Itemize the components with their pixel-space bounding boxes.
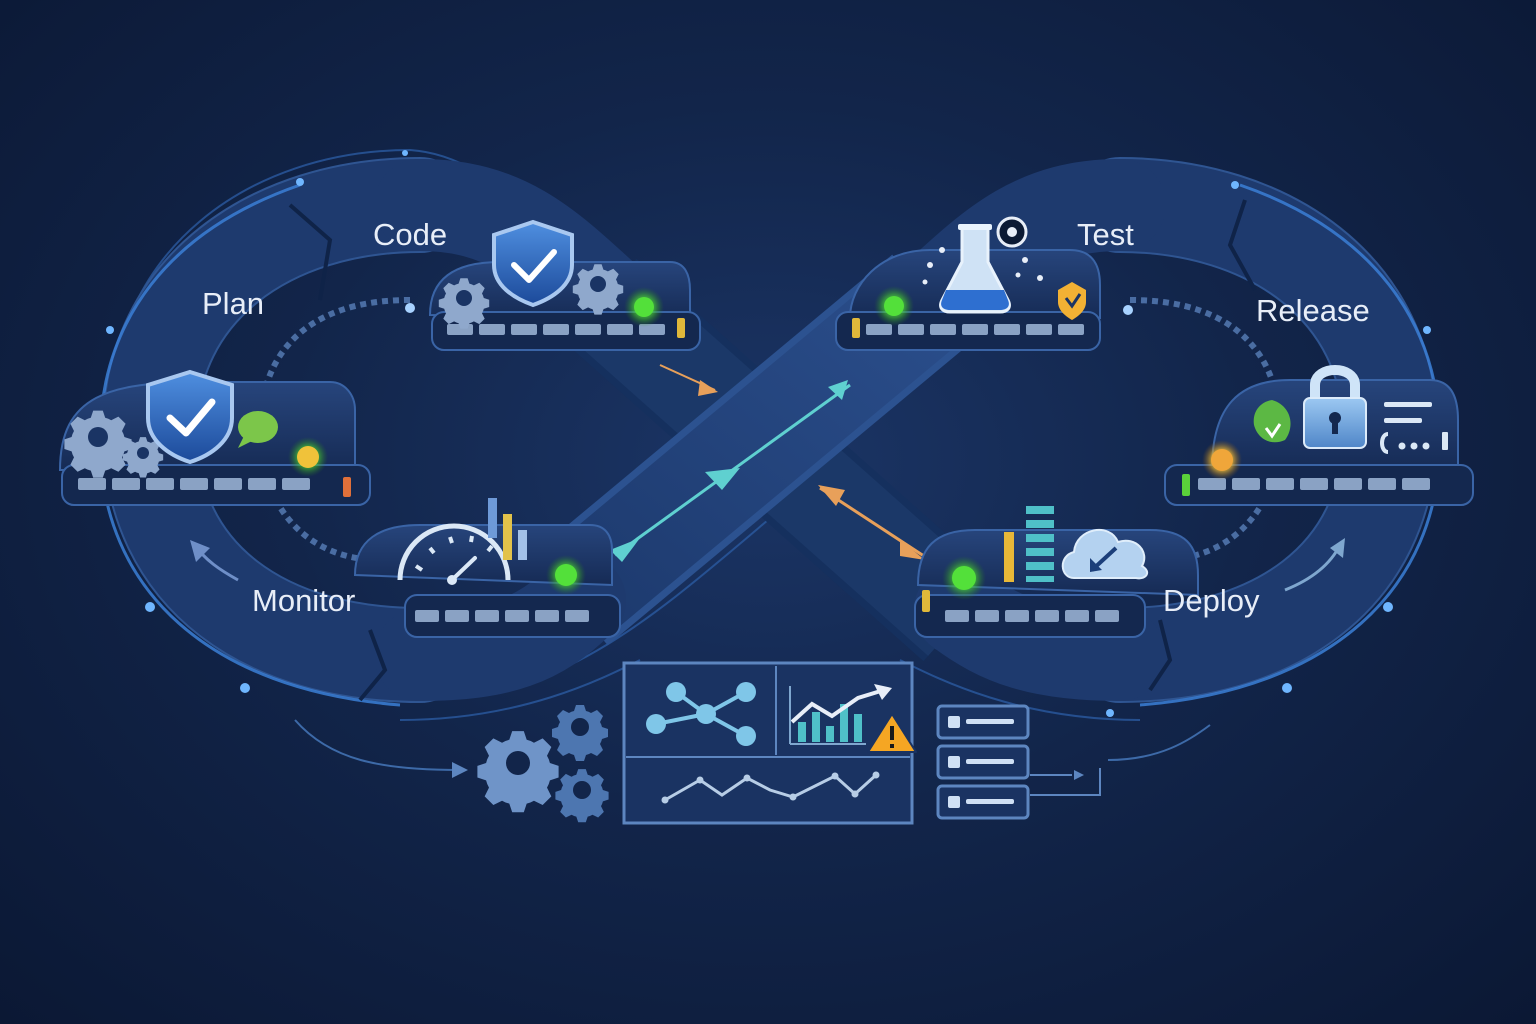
- gear-icon: [477, 731, 559, 813]
- status-light: [546, 555, 586, 595]
- flow-arrows: [190, 364, 1345, 778]
- chat-bubble-icon: [238, 411, 278, 448]
- stage-label-release: Release: [1256, 293, 1370, 328]
- shield-check-icon: [492, 219, 574, 308]
- flask-icon: [939, 224, 1011, 314]
- gear-icon: [438, 264, 624, 329]
- stage-label-plan: Plan: [202, 286, 264, 321]
- monitor-platform: [353, 498, 621, 638]
- deploy-platform: [914, 506, 1199, 638]
- gear-icon: [64, 410, 164, 478]
- bar-chart-icon: [1004, 506, 1054, 582]
- test-platform: [835, 216, 1101, 351]
- shield-check-icon: [146, 369, 234, 465]
- stage-label-deploy: Deploy: [1163, 583, 1260, 618]
- settings-badge-icon: [996, 216, 1028, 248]
- status-light: [1202, 440, 1242, 480]
- release-platform: [1164, 365, 1474, 506]
- cloud-deploy-icon: [1061, 529, 1149, 580]
- status-light: [624, 287, 664, 327]
- status-light: [288, 437, 328, 477]
- gauge-icon: [397, 523, 511, 585]
- code-platform: [428, 219, 701, 351]
- leaf-badge-icon: [1253, 400, 1291, 443]
- status-light: [942, 556, 986, 600]
- padlock-icon: [1303, 365, 1367, 449]
- network-graph-icon: [646, 682, 756, 746]
- terminal-icon: [1380, 402, 1448, 454]
- stage-label-test: Test: [1077, 217, 1134, 252]
- status-light: [874, 286, 914, 326]
- gear-icon: [552, 705, 609, 823]
- stage-labels: Plan Code Test Release Monitor Deploy: [202, 217, 1370, 618]
- stage-label-monitor: Monitor: [252, 583, 355, 618]
- trend-chart-icon: [789, 684, 892, 745]
- server-rack-icon: [936, 704, 1211, 820]
- dashboard-panel: [622, 661, 917, 825]
- plan-platform: [58, 369, 371, 506]
- line-chart: [661, 771, 880, 804]
- bar-chart-icon: [488, 498, 527, 560]
- warning-icon: [867, 713, 917, 753]
- bottom-gears: [477, 705, 609, 823]
- heart-badge-icon: [1058, 282, 1086, 320]
- stage-label-code: Code: [373, 217, 447, 252]
